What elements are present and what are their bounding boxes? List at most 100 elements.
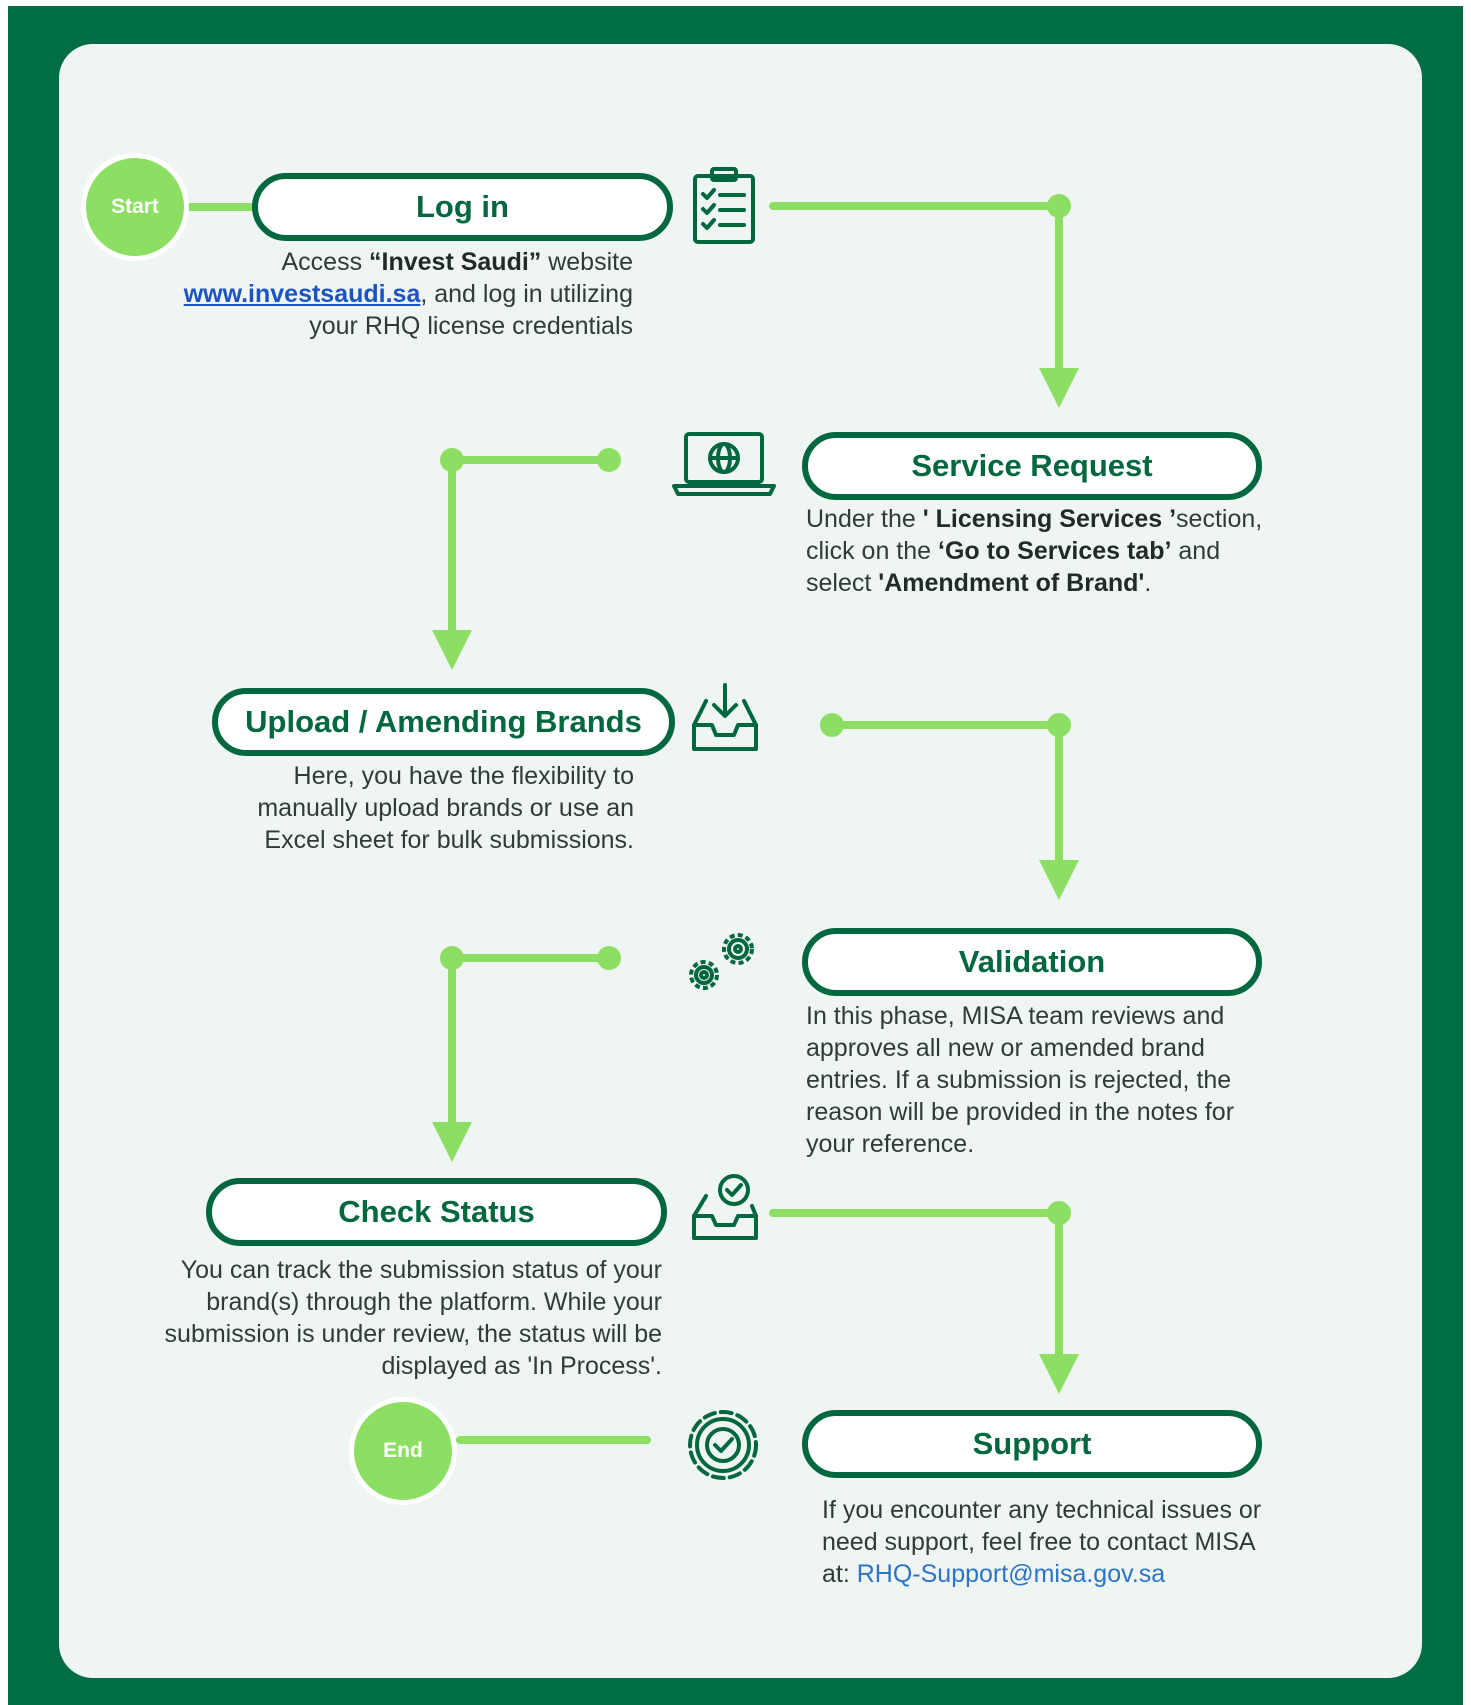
- description-line: manually upload brands or use an: [257, 792, 634, 824]
- description-text: need support, feel free to contact MISA: [822, 1528, 1256, 1556]
- description-text: submission is under review, the status w…: [164, 1320, 662, 1348]
- description-text: In this phase, MISA team reviews and: [806, 1002, 1225, 1030]
- step-title: Support: [972, 1426, 1092, 1461]
- gears-icon: [682, 928, 762, 1000]
- connector-dot: [440, 946, 464, 970]
- end-label: End: [383, 1439, 423, 1462]
- arrowhead: [1039, 860, 1079, 900]
- step-service-request-pill: Service Request: [802, 432, 1262, 500]
- description-text: reason will be provided in the notes for: [806, 1098, 1235, 1126]
- description-text: approves all new or amended brand: [806, 1034, 1205, 1062]
- end-node: End: [349, 1397, 457, 1505]
- connector-dot: [597, 448, 621, 472]
- step-support-description: If you encounter any technical issues or…: [822, 1494, 1261, 1590]
- step-title: Service Request: [911, 448, 1153, 483]
- description-text: displayed as 'In Process'.: [381, 1352, 662, 1380]
- description-text: click on the: [806, 537, 939, 565]
- step-title: Validation: [958, 944, 1106, 979]
- flowchart-panel: [59, 44, 1422, 1678]
- connector-4: [448, 954, 613, 1132]
- inbox-download-icon: [690, 681, 760, 755]
- support-email-link[interactable]: RHQ-Support@misa.gov.sa: [856, 1560, 1166, 1588]
- arrowhead: [1039, 1354, 1079, 1394]
- connector-dot: [440, 448, 464, 472]
- description-text: You can track the submission status of y…: [180, 1256, 662, 1284]
- description-emphasis: ‘Go to Services tab’: [938, 537, 1172, 565]
- description-text: Under the: [806, 505, 923, 533]
- description-line: Under the ' Licensing Services ’section,: [806, 503, 1262, 535]
- connector-5: [769, 1209, 1063, 1362]
- description-line: reason will be provided in the notes for: [806, 1096, 1234, 1128]
- connector-dot: [1047, 194, 1071, 218]
- description-text: at:: [822, 1560, 857, 1588]
- step-check-status-pill: Check Status: [206, 1178, 667, 1246]
- description-text: and: [1171, 537, 1221, 565]
- description-line: Access “Invest Saudi” website: [184, 246, 633, 278]
- description-text: manually upload brands or use an: [257, 794, 634, 822]
- step-upload-pill: Upload / Amending Brands: [212, 688, 675, 756]
- website-link[interactable]: www.investsaudi.sa: [183, 280, 421, 308]
- description-text: section,: [1176, 505, 1263, 533]
- arrowhead: [432, 630, 472, 670]
- description-emphasis: “Invest Saudi”: [369, 248, 542, 276]
- description-line: Here, you have the flexibility to: [257, 760, 634, 792]
- description-text: select: [806, 569, 879, 597]
- description-text: entries. If a submission is rejected, th…: [806, 1066, 1232, 1094]
- step-title: Log in: [416, 189, 509, 224]
- laptop-globe-icon: [670, 430, 778, 500]
- clipboard-checklist-icon: [686, 166, 762, 246]
- connector-dot: [597, 946, 621, 970]
- step-check-status-description: You can track the submission status of y…: [165, 1254, 662, 1382]
- description-text: website: [541, 248, 633, 276]
- description-emphasis: ' Licensing Services ’: [922, 505, 1177, 533]
- connector-dot: [1047, 713, 1071, 737]
- description-line: entries. If a submission is rejected, th…: [806, 1064, 1234, 1096]
- step-title: Check Status: [338, 1194, 535, 1229]
- connector-dot: [1047, 1201, 1071, 1225]
- description-text: Access: [281, 248, 370, 276]
- connector-2: [448, 456, 613, 640]
- description-text: brand(s) through the platform. While you…: [206, 1288, 662, 1316]
- description-line: displayed as 'In Process'.: [165, 1350, 662, 1382]
- connector-3: [828, 721, 1063, 868]
- description-line: If you encounter any technical issues or: [822, 1494, 1261, 1526]
- description-line: at: RHQ-Support@misa.gov.sa: [822, 1558, 1261, 1590]
- step-login-pill: Log in: [252, 173, 673, 241]
- arrowhead: [432, 1122, 472, 1162]
- description-line: www.investsaudi.sa, and log in utilizing: [184, 278, 633, 310]
- description-line: You can track the submission status of y…: [165, 1254, 662, 1286]
- description-line: Excel sheet for bulk submissions.: [257, 824, 634, 856]
- connector-1: [769, 202, 1063, 378]
- inbox-check-icon: [690, 1172, 760, 1242]
- description-text: If you encounter any technical issues or: [822, 1496, 1262, 1524]
- gear-check-icon: [682, 1404, 764, 1486]
- description-text: your reference.: [806, 1130, 975, 1158]
- description-text: , and log in utilizing: [420, 280, 633, 308]
- description-line: brand(s) through the platform. While you…: [165, 1286, 662, 1318]
- start-label: Start: [111, 195, 159, 218]
- description-line: submission is under review, the status w…: [165, 1318, 662, 1350]
- description-emphasis: 'Amendment of Brand': [878, 569, 1145, 597]
- description-text: .: [1144, 569, 1152, 597]
- description-line: approves all new or amended brand: [806, 1032, 1234, 1064]
- step-title: Upload / Amending Brands: [245, 704, 642, 739]
- description-line: click on the ‘Go to Services tab’ and: [806, 535, 1262, 567]
- description-text: your RHQ license credentials: [309, 312, 633, 340]
- description-line: need support, feel free to contact MISA: [822, 1526, 1261, 1558]
- connector-dot: [820, 713, 844, 737]
- start-node: Start: [81, 153, 189, 261]
- step-validation-description: In this phase, MISA team reviews and appr…: [806, 1000, 1234, 1160]
- description-line: select 'Amendment of Brand'.: [806, 567, 1262, 599]
- step-validation-pill: Validation: [802, 928, 1262, 996]
- description-line: your reference.: [806, 1128, 1234, 1160]
- step-support-pill: Support: [802, 1410, 1262, 1478]
- description-text: Here, you have the flexibility to: [293, 762, 634, 790]
- description-line: your RHQ license credentials: [184, 310, 633, 342]
- step-upload-description: Here, you have the flexibility to manuall…: [257, 760, 634, 856]
- arrowhead: [1039, 368, 1079, 408]
- description-line: In this phase, MISA team reviews and: [806, 1000, 1234, 1032]
- description-text: Excel sheet for bulk submissions.: [264, 826, 634, 854]
- step-service-request-description: Under the ' Licensing Services ’section,…: [806, 503, 1262, 599]
